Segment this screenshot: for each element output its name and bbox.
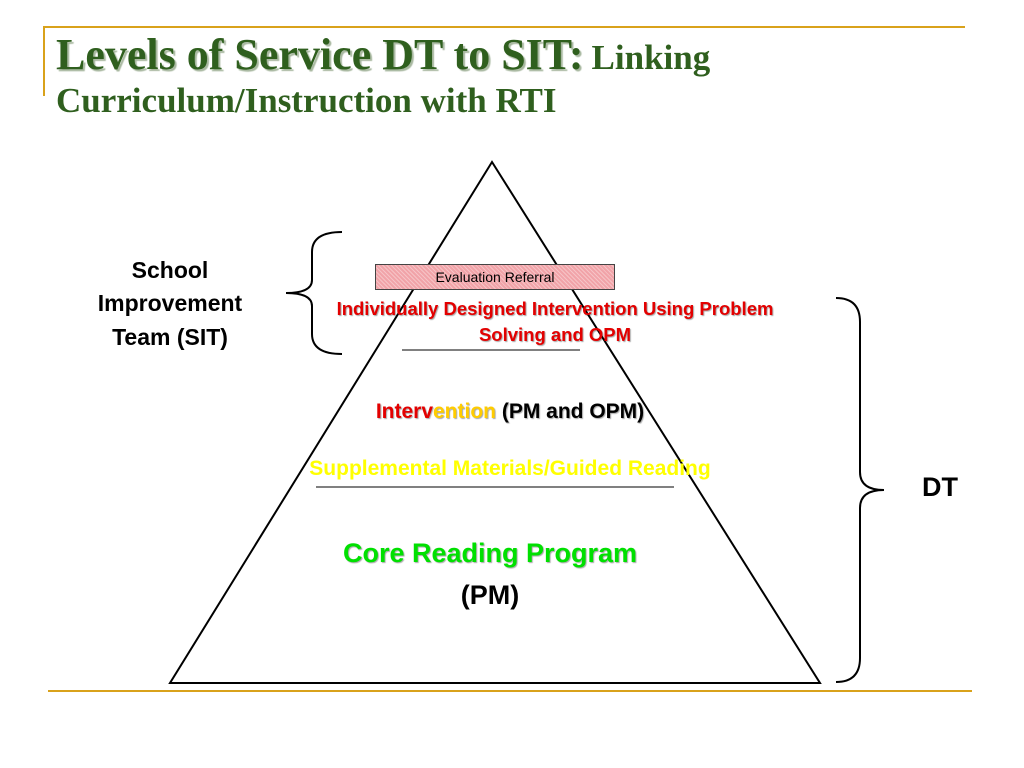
- frame-bottom-line: [48, 690, 972, 692]
- intervention-part1: Interv: [375, 400, 433, 423]
- dt-brace: [835, 297, 885, 683]
- intervention-part2: ention: [433, 400, 496, 423]
- tier1-pm-text: (PM): [460, 580, 520, 610]
- page-title: Levels of Service DT to SIT: Linking Cur…: [56, 30, 996, 121]
- sit-brace: [285, 231, 343, 355]
- title-main: Levels of Service DT to SIT:: [56, 30, 584, 79]
- title-sub-inline: Linking: [591, 38, 711, 77]
- intervention-part3: (PM and OPM): [501, 400, 645, 423]
- tier3-text: Individually Designed Intervention Using…: [336, 298, 774, 345]
- tier1-core-text: Core Reading Program: [342, 538, 638, 568]
- frame-top-line: [43, 26, 965, 28]
- frame-vertical-line: [43, 26, 45, 96]
- evaluation-referral-box: Evaluation Referral: [375, 264, 615, 290]
- sit-label: School Improvement Team (SIT): [97, 257, 243, 350]
- tier2-supplemental-text: Supplemental Materials/Guided Reading: [309, 457, 711, 480]
- title-sub-line2: Curriculum/Instruction with RTI: [56, 80, 557, 120]
- tier2-intervention-heading: Intervention (PM and OPM): [300, 400, 720, 424]
- dt-label: DT: [922, 472, 958, 502]
- pyramid-triangle: [168, 160, 822, 684]
